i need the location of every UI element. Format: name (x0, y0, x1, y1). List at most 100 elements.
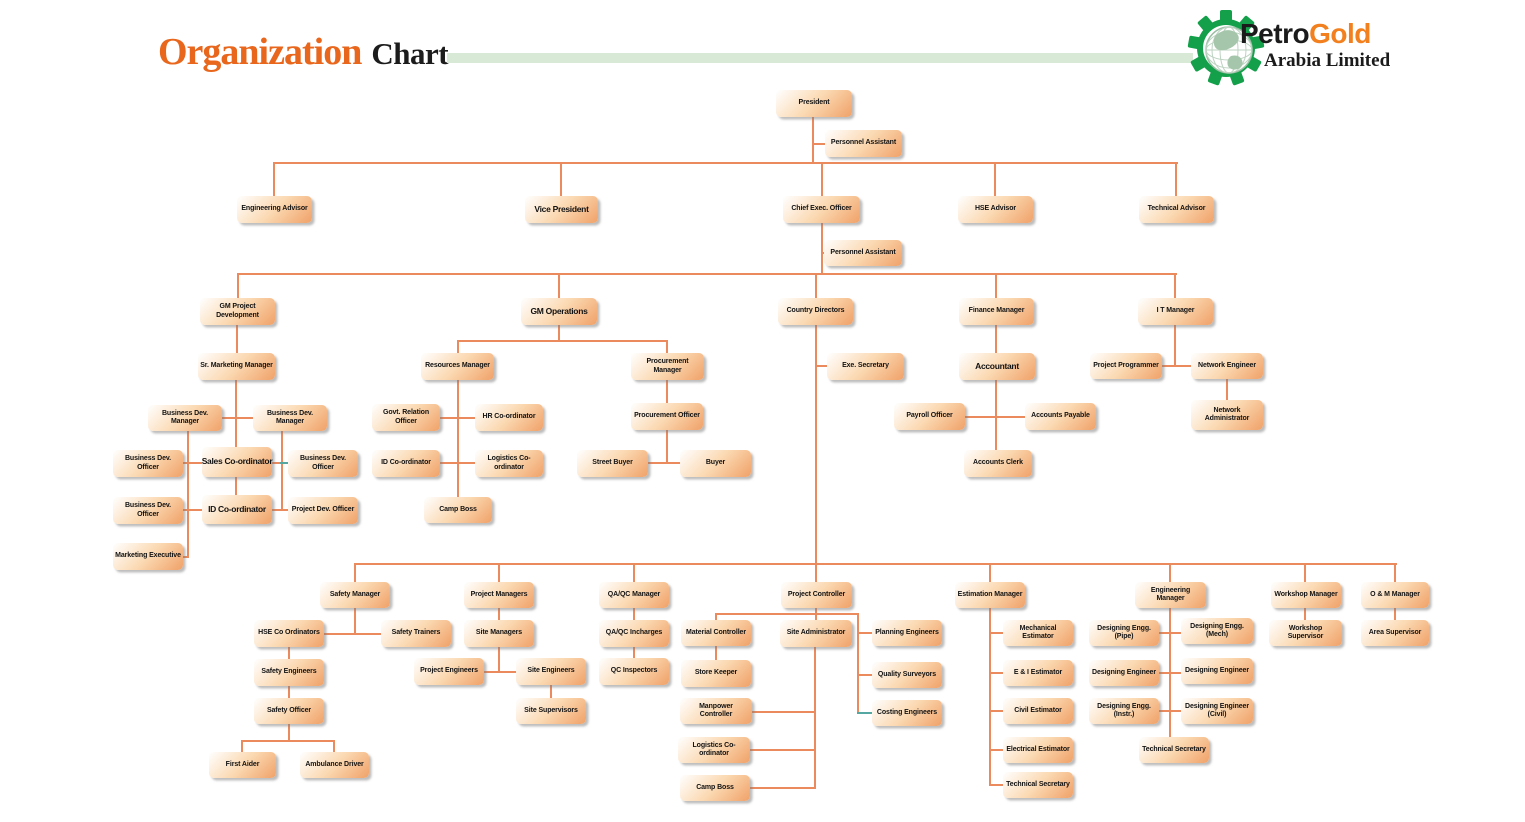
org-node-business-dev-manager: Business Dev. Manager (148, 405, 222, 431)
connector-line (1174, 325, 1176, 367)
org-node-designing-engineer: Designing Engineer (1181, 658, 1253, 684)
connector-line (236, 325, 238, 353)
org-node-business-dev-officer: Business Dev. Officer (113, 450, 183, 477)
brand-subtitle: Arabia Limited (1264, 50, 1391, 71)
org-node-logistics-co-ordinator: Logistics Co-ordinator (475, 450, 543, 477)
org-node-id-co-ordinator: ID Co-ordinator (202, 495, 272, 524)
connector-line (183, 509, 203, 511)
connector-line (666, 430, 668, 464)
connector-line (857, 632, 873, 634)
connector-line (457, 340, 459, 354)
connector-line (815, 365, 829, 367)
org-node-area-supervisor: Area Supervisor (1361, 620, 1429, 646)
connector-line (273, 162, 1178, 164)
org-node-designing-engineer-civil: Designing Engineer (Civil) (1181, 698, 1253, 724)
connector-line (288, 724, 290, 741)
connector-line (187, 431, 189, 558)
connector-line (1175, 162, 1177, 196)
connector-line (1162, 365, 1192, 367)
org-node-site-managers: Site Managers (464, 620, 534, 647)
connector-line (1394, 563, 1396, 582)
connector-line (666, 380, 668, 403)
connector-line (857, 674, 873, 676)
org-node-project-managers: Project Managers (464, 582, 534, 608)
org-node-personnel-assistant: Personnel Assistant (825, 130, 902, 157)
connector-line (815, 563, 817, 582)
org-node-i-t-manager: I T Manager (1138, 298, 1213, 325)
org-node-business-dev-manager: Business Dev. Manager (253, 405, 327, 431)
org-node-engineering-manager: Engineering Manager (1135, 582, 1206, 608)
org-node-exe-secretary: Exe. Secretary (827, 353, 904, 380)
org-node-business-dev-officer: Business Dev. Officer (113, 497, 183, 524)
org-node-hr-co-ordinator: HR Co-ordinator (475, 404, 543, 431)
connector-line (1304, 608, 1306, 621)
org-node-personnel-assistant: Personnel Assistant (824, 240, 902, 266)
org-node-workshop-supervisor: Workshop Supervisor (1269, 620, 1342, 646)
connector-line (989, 710, 1004, 712)
connector-line (222, 417, 254, 419)
connector-line (989, 784, 1004, 786)
connector-line (857, 712, 873, 714)
org-node-accounts-payable: Accounts Payable (1025, 403, 1096, 430)
org-node-designing-engg-pipe: Designing Engg. (Pipe) (1089, 620, 1159, 646)
connector-line (237, 273, 1177, 275)
org-node-sales-co-ordinator: Sales Co-ordinator (202, 447, 273, 477)
connector-line (354, 608, 356, 634)
org-node-camp-boss: Camp Boss (424, 497, 492, 523)
connector-line (815, 608, 817, 615)
org-node-payroll-officer: Payroll Officer (894, 403, 965, 430)
connector-line (752, 711, 815, 713)
org-node-designing-engg-instr: Designing Engg. (Instr.) (1089, 698, 1159, 724)
org-node-business-dev-officer: Business Dev. Officer (288, 450, 358, 477)
org-node-qa-qc-incharges: QA/QC Incharges (599, 620, 669, 647)
org-node-qc-inspectors: QC Inspectors (599, 658, 669, 685)
connector-line (457, 340, 668, 342)
org-node-country-directors: Country Directors (778, 298, 853, 325)
connector-line (440, 462, 476, 464)
connector-line (750, 787, 815, 789)
org-node-site-engineers: Site Engineers (516, 658, 586, 685)
connector-line (821, 223, 823, 275)
brand-gold: Gold (1309, 18, 1371, 49)
connector-line (633, 563, 635, 582)
connector-line (333, 740, 335, 753)
org-node-civil-estimator: Civil Estimator (1003, 698, 1073, 724)
org-node-project-programmer: Project Programmer (1090, 353, 1162, 379)
org-node-network-administrator: Network Administrator (1191, 400, 1263, 430)
connector-line (272, 462, 280, 464)
connector-line (750, 749, 815, 751)
connector-line (281, 431, 283, 511)
org-node-safety-officer: Safety Officer (254, 698, 324, 724)
connector-line (558, 273, 560, 298)
connector-line (715, 646, 717, 661)
connector-line (666, 340, 668, 354)
org-node-o-m-manager: O & M Manager (1361, 582, 1429, 608)
connector-line (715, 613, 717, 621)
connector-line (1304, 563, 1306, 582)
org-node-site-supervisors: Site Supervisors (516, 698, 586, 724)
org-node-engineering-advisor: Engineering Advisor (237, 196, 312, 223)
connector-line (1159, 672, 1182, 674)
connector-line (324, 633, 382, 635)
org-node-designing-engineer: Designing Engineer (1089, 660, 1159, 686)
org-node-resources-manager: Resources Manager (421, 353, 494, 380)
org-node-safety-trainers: Safety Trainers (381, 620, 451, 647)
org-node-vice-president: Vice President (525, 196, 598, 223)
org-node-mechanical-estimator: Mechanical Estimator (1003, 620, 1073, 646)
org-node-ambulance-driver: Ambulance Driver (300, 752, 369, 778)
connector-line (498, 608, 500, 621)
connector-line (995, 380, 997, 451)
org-node-street-buyer: Street Buyer (577, 450, 648, 477)
connector-line (558, 325, 560, 341)
org-node-store-keeper: Store Keeper (681, 660, 751, 687)
connector-line (241, 740, 335, 742)
connector-line (989, 563, 991, 582)
org-node-procurement-officer: Procurement Officer (631, 403, 703, 430)
connector-line (989, 672, 1004, 674)
org-node-hse-co-ordinators: HSE Co Ordinators (254, 620, 324, 647)
org-node-e-i-estimator: E & I Estimator (1003, 660, 1073, 686)
org-node-network-engineer: Network Engineer (1191, 353, 1263, 379)
connector-line (633, 608, 635, 621)
org-node-technical-advisor: Technical Advisor (1139, 196, 1214, 223)
